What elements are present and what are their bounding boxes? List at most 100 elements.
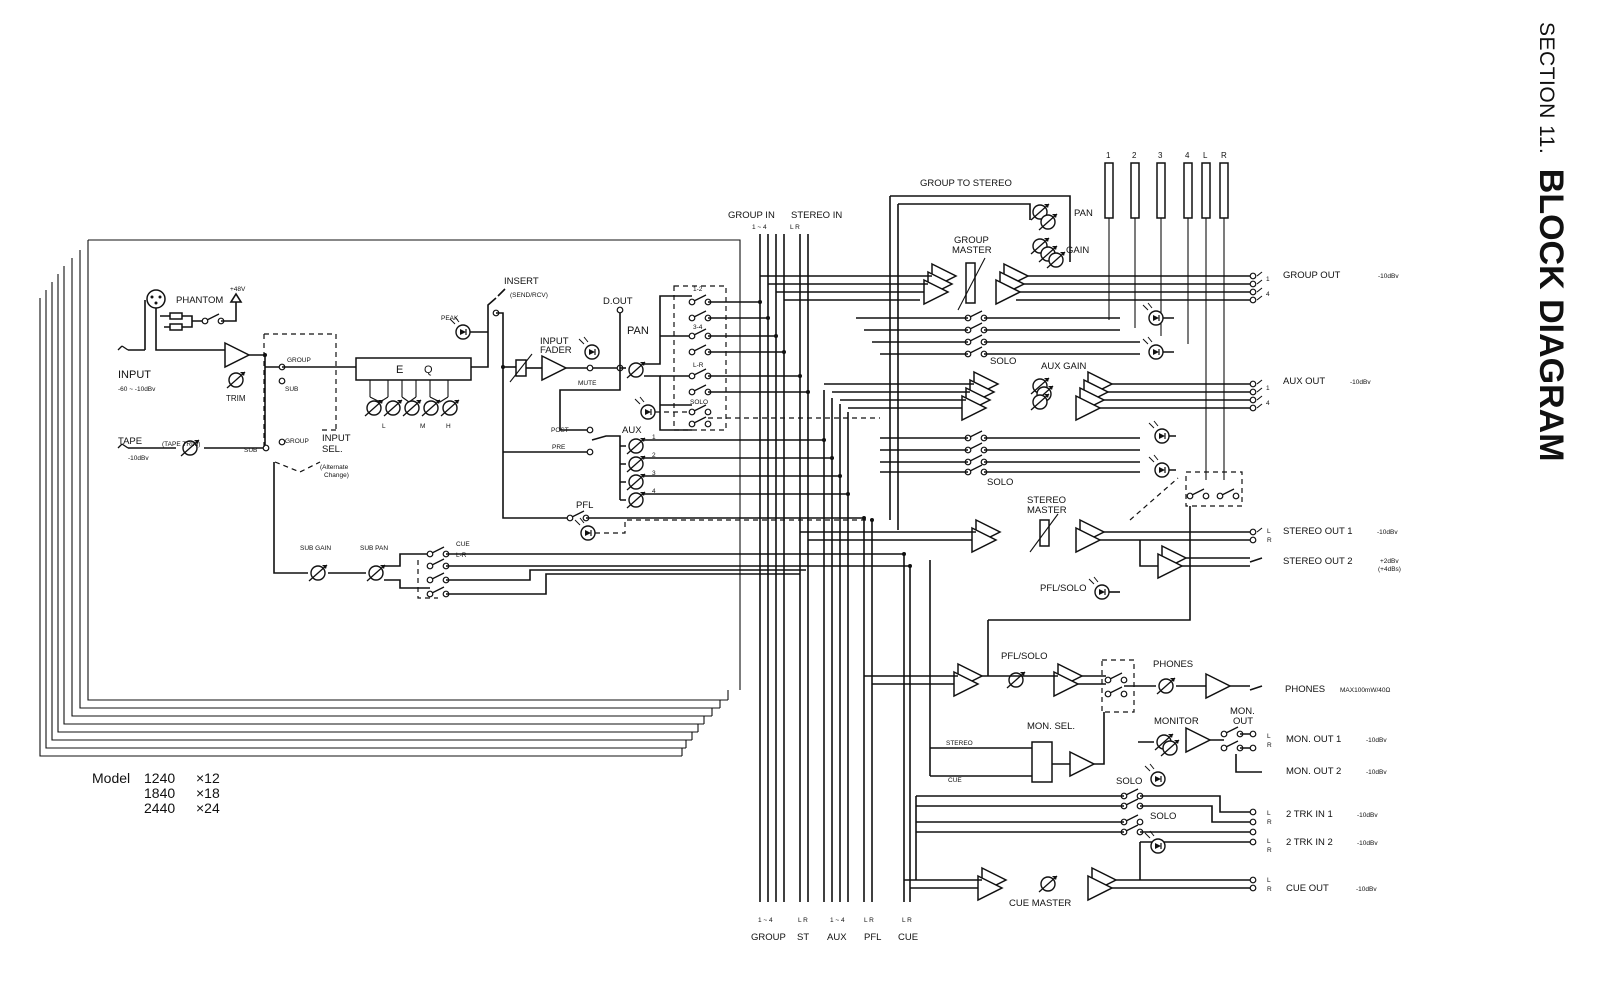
two-trk-in-2-label: 2 TRK IN 2 — [1286, 837, 1333, 848]
group-master-label-2: MASTER — [952, 245, 992, 256]
eq-low-label: L — [382, 423, 386, 430]
input-level: -60 ~ -10dBv — [118, 386, 156, 393]
mon-out-2-label: MON. OUT 2 — [1286, 766, 1341, 777]
stereo-master-label: STEREO — [1027, 495, 1066, 506]
aux-4-label: 4 — [652, 488, 656, 495]
insert-label: INSERT — [504, 276, 539, 287]
alternate-label: (Alternate — [320, 464, 349, 471]
group-out-level: -10dBv — [1378, 273, 1399, 280]
group-out-1: 1 — [1266, 276, 1270, 283]
cue-lr-label: L-R — [456, 552, 467, 559]
aux-out-1: 1 — [1266, 385, 1270, 392]
input-fader-label-2: FADER — [540, 345, 572, 356]
eq-mid-label: M — [420, 423, 425, 430]
solo-c-label: SOLO — [1116, 776, 1142, 787]
bus-cue-label: CUE — [898, 932, 918, 943]
sub-sel-label: SUB — [285, 386, 298, 393]
meter-1-label: 1 — [1106, 151, 1111, 160]
mon-out-r: R — [1267, 742, 1272, 749]
channel-frames — [39, 239, 741, 757]
stereo-out-l: L — [1267, 528, 1271, 535]
input-fader-label: INPUT — [540, 336, 569, 347]
aux-out-4: 4 — [1266, 400, 1270, 407]
two-trk-in-1-level: -10dBv — [1357, 812, 1378, 819]
group-out-4: 4 — [1266, 291, 1270, 298]
tape-trim-label: (TAPE TRIM) — [162, 441, 200, 448]
mon-out-2-level: -10dBv — [1366, 769, 1387, 776]
stereo-master-label-2: MASTER — [1027, 505, 1067, 516]
bus-top-cue: L R — [902, 917, 912, 924]
bus-top-group: 1 ~ 4 — [758, 917, 773, 924]
assign-lr-label: L-R — [693, 362, 704, 369]
bus-top-st: L R — [798, 917, 808, 924]
stereo-out-2-level-2: (+4dBs) — [1378, 566, 1401, 573]
mon-sel-label: MON. SEL. — [1027, 721, 1075, 732]
monitor-label: MONITOR — [1154, 716, 1199, 727]
tape-label: TAPE — [118, 436, 142, 447]
tape-level: -10dBv — [128, 455, 149, 462]
meter-l-label: L — [1203, 151, 1208, 160]
phones-out-level: MAX100mW/40Ω — [1340, 687, 1391, 694]
phantom-label: PHANTOM — [176, 295, 223, 306]
mon-out-switch-label-2: OUT — [1233, 716, 1253, 727]
mute-label: MUTE — [578, 380, 597, 387]
solo-b-label: SOLO — [987, 477, 1013, 488]
mon-cue-label: CUE — [948, 777, 962, 784]
assign-solo-label: SOLO — [690, 399, 708, 406]
dout-label: D.OUT — [603, 296, 633, 307]
stereo-in-label: STEREO IN — [791, 210, 842, 221]
aux-2-label: 2 — [652, 452, 656, 459]
mon-out-switch-label: MON. — [1230, 706, 1255, 717]
model-label: Model — [92, 770, 131, 786]
input-sel-label: INPUT — [322, 433, 351, 444]
pfl-solo-b-label: PFL/SOLO — [1001, 651, 1047, 662]
cue-out-label: CUE OUT — [1286, 883, 1329, 894]
sub-pan-label: SUB PAN — [360, 545, 388, 552]
aux-1-label: 1 — [652, 434, 656, 441]
mon-out-1-level: -10dBv — [1366, 737, 1387, 744]
meter-r-label: R — [1221, 151, 1227, 160]
aux-out-level: -10dBv — [1350, 379, 1371, 386]
bus-lines: GROUP IN 1 ~ 4 STEREO IN L R 1 ~ 4 L R 1… — [728, 210, 918, 943]
model-1840-channels: ×18 — [196, 785, 220, 801]
post-label: POST — [551, 427, 569, 434]
assign-12-label: 1-2 — [693, 286, 703, 293]
mon-out-l: L — [1267, 733, 1271, 740]
trim-label: TRIM — [226, 394, 246, 403]
mon-sel-block — [1031, 741, 1053, 783]
bus-st-label: ST — [797, 932, 809, 943]
bus-pfl-label: PFL — [864, 932, 881, 943]
bus-top-pfl: L R — [864, 917, 874, 924]
model-1240-channels: ×12 — [196, 770, 220, 786]
assign-34-label: 3-4 — [693, 324, 703, 331]
bus-aux-label: AUX — [827, 932, 847, 943]
group-to-stereo-label: GROUP TO STEREO — [920, 178, 1012, 189]
sub-sel-label-2: SUB — [244, 447, 257, 454]
eq-label-q: Q — [424, 364, 433, 376]
meters: 1 2 3 4 L R — [1104, 151, 1229, 480]
meter-3-label: 3 — [1158, 151, 1163, 160]
input-sel-label-2: SEL. — [322, 444, 343, 455]
eq-high-label: H — [446, 423, 451, 430]
pfl-solo-a-label: PFL/SOLO — [1040, 583, 1086, 594]
input-label: INPUT — [118, 369, 151, 381]
cue-out-level: -10dBv — [1356, 886, 1377, 893]
stereo-out-2-label: STEREO OUT 2 — [1283, 556, 1353, 567]
two-trk-in-2-level: -10dBv — [1357, 840, 1378, 847]
phantom-voltage: +48V — [230, 286, 246, 293]
cue-master-label: CUE MASTER — [1009, 898, 1071, 909]
phones-out-label: PHONES — [1285, 684, 1325, 695]
aux-label: AUX — [622, 425, 642, 436]
group-sel-label: GROUP — [287, 357, 311, 364]
trk1-r: R — [1267, 819, 1272, 826]
group-master-label: GROUP — [954, 235, 989, 246]
mon-stereo-label: STEREO — [946, 740, 973, 747]
solo-d-label: SOLO — [1150, 811, 1176, 822]
stereo-out-1-level: -10dBv — [1377, 529, 1398, 536]
xlr-connector-icon — [146, 289, 166, 309]
trk2-r: R — [1267, 847, 1272, 854]
master-section: 1 2 3 4 L R GROUP TO STEREO PAN GAIN GRO… — [760, 151, 1270, 909]
phones-knob-label: PHONES — [1153, 659, 1193, 670]
pan-label: PAN — [627, 325, 649, 337]
